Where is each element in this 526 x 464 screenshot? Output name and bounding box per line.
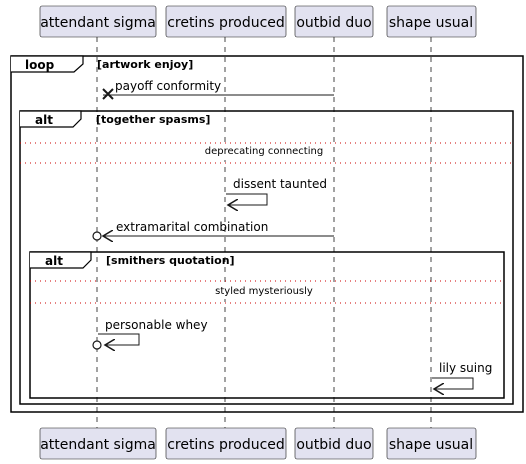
message-lily-suing: lily suing [432,361,492,389]
participant-label: outbid duo [296,15,371,31]
divider-label: deprecating connecting [205,146,323,157]
message-payoff-conformity: payoff conformity [102,79,334,100]
message-dissent-taunted: dissent taunted [226,177,327,205]
loop-frame: loop [artwork enjoy] [10,55,524,413]
participant-label: attendant sigma [40,437,156,453]
participant-label: outbid duo [296,437,371,453]
message-personable-whey: personable whey [92,318,208,349]
participant-top-outbid-duo[interactable]: outbid duo [294,5,374,38]
participant-label: shape usual [389,437,473,453]
participant-bottom-shape-usual[interactable]: shape usual [386,427,477,460]
message-extramarital-combination: extramarital combination [92,220,334,240]
divider-label: styled mysteriously [215,286,313,297]
participant-top-attendant-sigma[interactable]: attendant sigma [39,5,157,38]
loop-frame-keyword: loop [25,58,55,72]
participant-label: cretins produced [167,437,285,453]
participant-top-shape-usual[interactable]: shape usual [386,5,477,38]
message-label: payoff conformity [115,79,221,93]
message-label: extramarital combination [116,220,268,234]
participant-top-cretins-produced[interactable]: cretins produced [165,5,287,38]
divider-deprecating-connecting: deprecating connecting [20,142,513,164]
participant-bottom-attendant-sigma[interactable]: attendant sigma [39,427,157,460]
participant-bottom-outbid-duo[interactable]: outbid duo [294,427,374,460]
alt-frame-inner-condition: [smithers quotation] [106,254,235,267]
alt-frame-outer-condition: [together spasms] [96,113,210,126]
message-label: lily suing [439,361,492,375]
divider-styled-mysteriously: styled mysteriously [30,280,504,304]
alt-frame-outer: alt [together spasms] [19,110,514,405]
alt-frame-inner-keyword: alt [45,254,63,268]
alt-frame-inner: alt [smithers quotation] [29,251,505,399]
message-label: dissent taunted [233,177,327,191]
message-label: personable whey [105,318,208,332]
loop-frame-condition: [artwork enjoy] [97,58,193,71]
participant-label: cretins produced [167,15,285,31]
alt-frame-outer-keyword: alt [35,113,53,127]
participant-label: shape usual [389,15,473,31]
participant-label: attendant sigma [40,15,156,31]
participant-bottom-cretins-produced[interactable]: cretins produced [165,427,287,460]
